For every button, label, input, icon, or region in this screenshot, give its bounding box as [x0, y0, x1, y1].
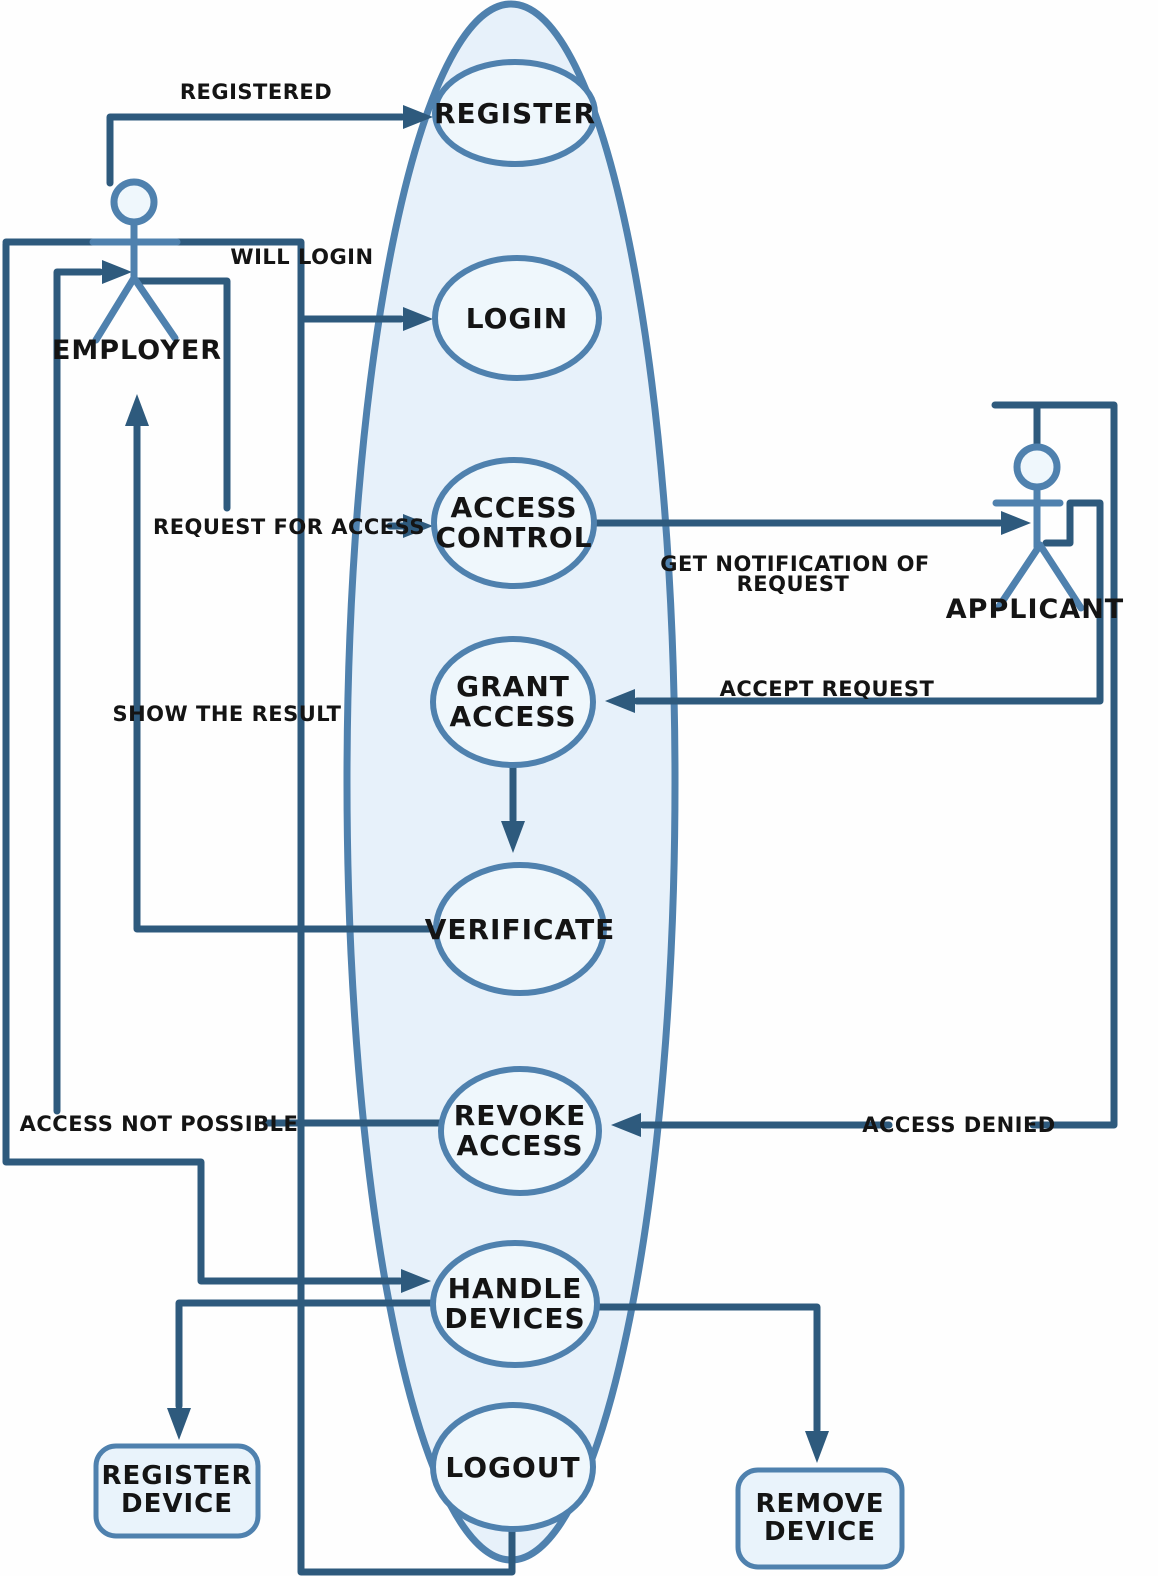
edge-label-get-notification-2: REQUEST [737, 572, 850, 596]
usecase-access-control-label-2: CONTROL [435, 521, 592, 554]
usecase-handle-devices-label-1: HANDLE [448, 1272, 583, 1305]
box-remove-device: REMOVE DEVICE [735, 1467, 905, 1570]
edge-show-the-result [125, 394, 442, 933]
edge-label-show-the-result: SHOW THE RESULT [112, 702, 341, 726]
edge-label-get-notification-1: GET NOTIFICATION OF [660, 552, 930, 576]
edge-access-not-possible [53, 260, 443, 1127]
usecase-revoke-access: REVOKE ACCESS [438, 1066, 602, 1196]
employer-head-icon [110, 178, 158, 226]
register-device-label-1: REGISTER [101, 1461, 252, 1491]
remove-device-label-2: DEVICE [764, 1517, 876, 1547]
access-denied-arrowhead [611, 1113, 641, 1137]
edge-label-accept-request: ACCEPT REQUEST [720, 677, 935, 701]
edge-employer-handle-devices [2, 240, 431, 1293]
edge-label-request-for-access: REQUEST FOR ACCESS [153, 515, 425, 539]
register-device-label-2: DEVICE [121, 1489, 233, 1519]
edge-access-denied [611, 401, 1118, 1137]
show-result-arrowhead [125, 394, 149, 426]
usecase-verificate-label: VERIFICATE [425, 913, 616, 946]
edge-will-login-logout-trunk [2, 238, 516, 1576]
edge-label-registered: REGISTERED [180, 80, 332, 104]
verificate-arrowhead [501, 821, 525, 853]
edge-request-for-access [132, 277, 433, 538]
usecase-revoke-access-label-2: ACCESS [457, 1129, 584, 1162]
usecase-logout-label: LOGOUT [445, 1451, 580, 1484]
usecase-revoke-access-label-1: REVOKE [454, 1099, 587, 1132]
request-for-access-arrowhead [403, 514, 433, 538]
remove-device-label-1: REMOVE [756, 1489, 885, 1519]
edge-get-notification [592, 511, 1031, 535]
usecase-access-control: ACCESS CONTROL [431, 457, 597, 589]
edge-register-device [167, 1299, 439, 1440]
usecase-register-label: REGISTER [434, 97, 596, 130]
edge-label-access-not-possible: ACCESS NOT POSSIBLE [20, 1112, 299, 1136]
edge-label-access-denied: ACCESS DENIED [862, 1113, 1055, 1137]
edge-remove-device [595, 1303, 829, 1463]
usecase-login-label: LOGIN [466, 302, 568, 335]
actor-applicant-label: APPLICANT [946, 594, 1124, 625]
edge-label-will-login: WILL LOGIN [230, 245, 373, 269]
get-notification-arrowhead [1001, 511, 1031, 535]
usecase-register: REGISTER [432, 59, 598, 167]
actor-applicant: APPLICANT [946, 443, 1124, 625]
usecase-grant-access-label-2: ACCESS [450, 700, 577, 733]
applicant-head-icon [1013, 443, 1061, 491]
access-not-possible-arrowhead [102, 260, 132, 284]
usecase-logout: LOGOUT [430, 1402, 596, 1532]
usecase-handle-devices: HANDLE DEVICES [430, 1240, 600, 1368]
edge-grant-to-verificate [501, 761, 525, 853]
usecase-grant-access-label-1: GRANT [456, 670, 570, 703]
registered-arrowhead [403, 105, 433, 129]
usecase-verificate: VERIFICATE [425, 862, 616, 996]
usecase-handle-devices-label-2: DEVICES [444, 1302, 585, 1335]
usecase-login: LOGIN [432, 255, 602, 381]
accept-request-arrowhead [605, 689, 635, 713]
remove-device-arrowhead [805, 1431, 829, 1463]
usecase-grant-access: GRANT ACCESS [430, 636, 596, 768]
actor-employer: EMPLOYER [52, 178, 222, 366]
will-login-arrowhead [403, 307, 433, 331]
handle-devices-arrowhead [401, 1269, 431, 1293]
register-device-arrowhead [167, 1408, 191, 1440]
box-register-device: REGISTER DEVICE [93, 1443, 261, 1539]
edge-accept-request [605, 499, 1104, 713]
edge-registered [106, 105, 433, 187]
actor-employer-label: EMPLOYER [52, 335, 222, 366]
usecase-access-control-label-1: ACCESS [451, 491, 578, 524]
